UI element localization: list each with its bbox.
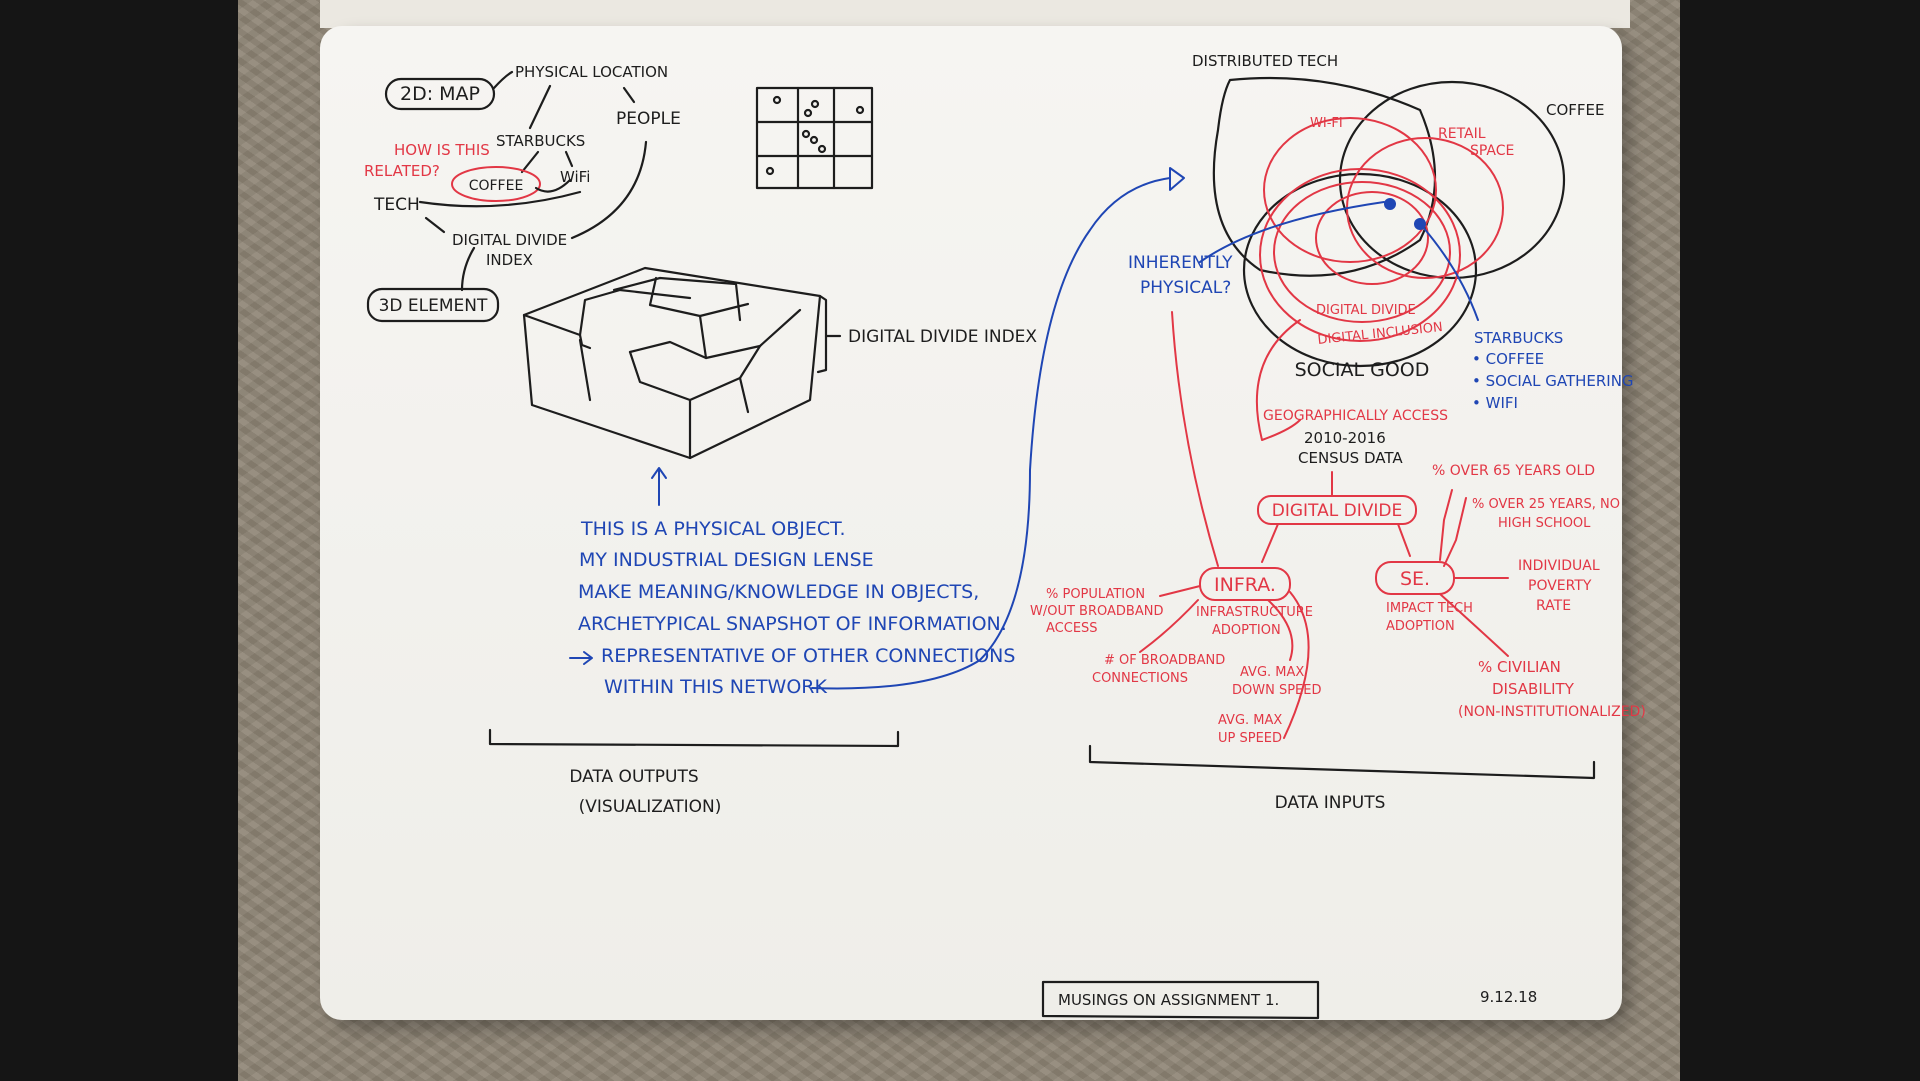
venn-coffee-label: COFFEE <box>1546 101 1605 119</box>
starbucks-list-item-1: • COFFEE <box>1472 350 1544 368</box>
over25-line2: HIGH SCHOOL <box>1498 516 1591 531</box>
retail-line1: RETAIL <box>1438 126 1486 142</box>
poverty-line2: POVERTY <box>1528 578 1592 594</box>
page-footer: MUSINGS ON ASSIGNMENT 1. 9.12.18 <box>1041 980 1537 1020</box>
disability-line2: DISABILITY <box>1492 680 1575 698</box>
census-line2: 2010-2016 <box>1304 429 1386 447</box>
notebook-top-strip <box>320 0 1630 28</box>
social-good-circle <box>1242 172 1478 368</box>
coffee-circle <box>1338 80 1566 280</box>
footer-date: 9.12.18 <box>1480 988 1537 1006</box>
infra-box-label: INFRA. <box>1214 574 1276 596</box>
data-inputs-tree: GEOGRAPHICALLY ACCESS 2010-2016 CENSUS D… <box>1030 311 1646 746</box>
mindmap-2d: 2D: MAP PHYSICAL LOCATION PEOPLE STARBUC… <box>364 63 681 323</box>
digital-inclusion-label: DIGITAL INCLUSION <box>1317 320 1444 348</box>
physical-object-notes: THIS IS A PHYSICAL OBJECT. MY INDUSTRIAL… <box>569 167 1185 698</box>
note-line-3: MAKE MEANING/KNOWLEDGE IN OBJECTS, <box>578 581 979 603</box>
coffee-label: COFFEE <box>469 178 524 194</box>
footer-title: MUSINGS ON ASSIGNMENT 1. <box>1058 991 1279 1009</box>
cube-stack-sketch: DIGITAL DIVIDE INDEX <box>522 266 1037 460</box>
right-black-border <box>1680 0 1920 1081</box>
data-inputs-group: DATA INPUTS <box>1088 744 1596 813</box>
pct-pop-line2: W/OUT BROADBAND <box>1030 604 1163 619</box>
starbucks-label: STARBUCKS <box>496 132 585 150</box>
digital-divide-index-line2: INDEX <box>486 251 533 269</box>
pct-pop-line3: ACCESS <box>1046 621 1098 636</box>
map2d-bubble <box>384 77 496 111</box>
digital-divide-small-label: DIGITAL DIVIDE <box>1316 303 1416 318</box>
element3d-bubble <box>366 287 500 323</box>
retail-circle <box>1346 137 1504 279</box>
dot-intersection-1 <box>1384 198 1396 210</box>
data-outputs-line2: (VISUALIZATION) <box>579 797 722 817</box>
footer-title-box <box>1041 980 1320 1020</box>
pct-pop-line1: % POPULATION <box>1046 587 1145 602</box>
distributed-tech-label: DISTRIBUTED TECH <box>1192 52 1338 70</box>
down-speed-line1: AVG. MAX <box>1240 665 1304 680</box>
census-line1: GEOGRAPHICALLY ACCESS <box>1263 408 1448 424</box>
up-speed-line1: AVG. MAX <box>1218 713 1282 728</box>
disability-line3: (NON-INSTITUTIONALIZED) <box>1458 704 1646 720</box>
people-label: PEOPLE <box>616 109 681 129</box>
note-line-2: MY INDUSTRIAL DESIGN LENSE <box>579 549 874 571</box>
venn-wifi-label: WI-FI <box>1310 116 1343 131</box>
down-speed-line2: DOWN SPEED <box>1232 683 1321 698</box>
wifi-label: WiFi <box>560 168 590 186</box>
cubes-label: DIGITAL DIVIDE INDEX <box>848 327 1037 347</box>
note-line-4: ARCHETYPICAL SNAPSHOT OF INFORMATION. <box>578 613 1007 635</box>
tech-label: TECH <box>373 195 420 215</box>
coffee-bubble <box>451 166 541 202</box>
digital-divide-box <box>1257 495 1417 525</box>
data-outputs-group: DATA OUTPUTS (VISUALIZATION) <box>488 728 900 817</box>
se-box-label: SE. <box>1400 568 1430 590</box>
data-outputs-line1: DATA OUTPUTS <box>569 767 698 787</box>
social-good-label: SOCIAL GOOD <box>1295 359 1430 381</box>
starbucks-list-item-2: • SOCIAL GATHERING <box>1472 372 1634 390</box>
poverty-line1: INDIVIDUAL <box>1518 558 1600 574</box>
venn-diagram: DISTRIBUTED TECH COFFEE SOCIAL GOOD WI-F… <box>1128 52 1605 381</box>
how-related-line1: HOW IS THIS <box>394 141 490 159</box>
map-to-location-line <box>492 70 514 90</box>
infra-box <box>1199 567 1291 601</box>
inherently-line1: INHERENTLY <box>1128 253 1233 273</box>
note-line-1: THIS IS A PHYSICAL OBJECT. <box>580 518 846 540</box>
over25-line1: % OVER 25 YEARS, NO <box>1472 497 1620 512</box>
up-speed-line2: UP SPEED <box>1218 731 1282 746</box>
retail-line2: SPACE <box>1470 143 1514 159</box>
element3d-label: 3D ELEMENT <box>379 296 488 316</box>
digital-divide-circle <box>1273 181 1451 323</box>
census-line3: CENSUS DATA <box>1298 449 1403 467</box>
how-related-line2: RELATED? <box>364 162 440 180</box>
impact-line2: ADOPTION <box>1386 619 1455 634</box>
starbucks-list-title: STARBUCKS <box>1474 329 1563 347</box>
over65-label: % OVER 65 YEARS OLD <box>1432 463 1595 479</box>
digital-divide-box-label: DIGITAL DIVIDE <box>1272 501 1402 521</box>
digital-inclusion-circle <box>1259 168 1461 342</box>
starbucks-list-item-3: • WIFI <box>1472 394 1518 412</box>
connection-arrow <box>811 177 1171 690</box>
distributed-tech-circle <box>1212 76 1437 277</box>
infra-adopt-line1: INFRASTRUCTURE <box>1196 605 1313 620</box>
digital-divide-index-line1: DIGITAL DIVIDE <box>452 231 567 249</box>
impact-line1: IMPACT TECH <box>1386 601 1473 616</box>
infra-adopt-line2: ADOPTION <box>1212 623 1281 638</box>
note-line-5: REPRESENTATIVE OF OTHER CONNECTIONS <box>601 645 1015 667</box>
left-black-border <box>0 0 238 1081</box>
inherently-line2: PHYSICAL? <box>1140 278 1231 298</box>
wifi-circle <box>1263 117 1437 263</box>
data-inputs-label: DATA INPUTS <box>1275 793 1386 813</box>
note-line-6: WITHIN THIS NETWORK <box>604 676 828 698</box>
poverty-line3: RATE <box>1536 598 1571 614</box>
disability-line1: % CIVILIAN <box>1478 658 1561 676</box>
physical-location-label: PHYSICAL LOCATION <box>515 63 668 81</box>
map2d-label: 2D: MAP <box>400 83 480 105</box>
starbucks-list: STARBUCKS • COFFEE • SOCIAL GATHERING • … <box>1472 329 1634 412</box>
num-broadband-line2: CONNECTIONS <box>1092 671 1188 686</box>
num-broadband-line1: # OF BROADBAND <box>1104 653 1225 668</box>
grid-map-sketch <box>755 86 874 190</box>
